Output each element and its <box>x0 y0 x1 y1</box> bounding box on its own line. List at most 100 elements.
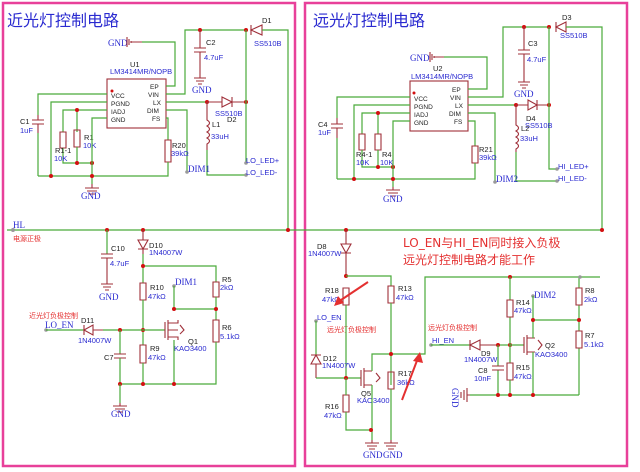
r21-ref: R21 <box>479 145 493 154</box>
r14-value: 47kΩ <box>514 306 532 315</box>
gnd-label: GND <box>192 85 212 95</box>
d2-ref: D2 <box>227 115 237 124</box>
pin-fs: FS <box>454 119 463 126</box>
r14-ref: R14 <box>516 298 530 307</box>
pin-gnd: GND <box>414 120 429 127</box>
r8-value: 2kΩ <box>584 295 598 304</box>
pin-lx: LX <box>153 100 162 107</box>
gnd-label: GND <box>383 194 403 204</box>
pin-dim: DIM <box>147 108 159 115</box>
pin-ep: EP <box>452 87 461 94</box>
l2-ref: L2 <box>521 124 529 133</box>
u2-ref: U2 <box>433 64 443 73</box>
c3-value: 4.7uF <box>527 55 547 64</box>
pin-lx: LX <box>455 103 464 110</box>
left-panel-border <box>1 1 297 468</box>
u1-ic <box>106 78 167 129</box>
d9-ref: D9 <box>481 349 491 358</box>
gnd-label: GND <box>81 191 101 201</box>
pin-fs: FS <box>152 116 161 123</box>
r1-1-ref: R1-1 <box>55 146 71 155</box>
c10-ref: C10 <box>111 244 125 253</box>
r6-ref: R6 <box>222 323 232 332</box>
hi-en-note: 远光灯负极控制 <box>428 323 477 332</box>
left-panel-title: 近光灯控制电路 <box>7 11 119 30</box>
r4-ref: R4 <box>382 150 392 159</box>
r7-value: 5.1kΩ <box>584 340 604 349</box>
d10-value: 1N4007W <box>149 248 183 257</box>
pin-vcc: VCC <box>414 96 428 103</box>
u1-ref: U1 <box>130 60 140 69</box>
r5-value: 2kΩ <box>220 283 234 292</box>
q2-ref: Q2 <box>545 341 555 350</box>
gnd-label: GND <box>410 53 430 63</box>
hi-led-minus: HI_LED- <box>558 174 587 183</box>
r16-ref: R16 <box>325 402 339 411</box>
arrow-to-lo-en <box>337 281 369 303</box>
pin-vcc: VCC <box>111 93 125 100</box>
r15-ref: R15 <box>516 363 530 372</box>
d3-value: SS510B <box>560 31 588 40</box>
pin-dim: DIM <box>449 111 461 118</box>
r4-1-value: 10K <box>356 158 369 167</box>
r6-value: 5.1kΩ <box>220 332 240 341</box>
c4-value: 1uF <box>318 128 331 137</box>
q2-value: KAO3400 <box>535 350 568 359</box>
r18-ref: R18 <box>325 286 339 295</box>
r8-ref: R8 <box>585 286 595 295</box>
d1-ref: D1 <box>262 16 272 25</box>
right-driver-circuit: U2 LM3414MR/NOPB VCC PGND IADJ GND EP VI… <box>318 13 603 230</box>
d4-ref: D4 <box>526 114 536 123</box>
c2-value: 4.7uF <box>204 53 224 62</box>
lo-led-plus: LO_LED+ <box>246 156 280 165</box>
c8-value: 10nF <box>474 374 492 383</box>
pin-iadj: IADJ <box>414 112 428 119</box>
r4-1-ref: R4-1 <box>356 150 372 159</box>
r9-value: 47kΩ <box>148 353 166 362</box>
dim2-label: DIM2 <box>534 290 556 300</box>
hl-label: HL <box>13 220 25 230</box>
c4-ref: C4 <box>318 120 328 129</box>
lo-en-note: 近光灯负极控制 <box>29 311 78 320</box>
hi-beam-switch-circuit: LO_EN与HI_EN同时接入负极 远光灯控制电路才能工作 D8 1N4007W… <box>308 230 604 460</box>
r13-ref: R13 <box>398 284 412 293</box>
r1-1-value: 10K <box>54 154 67 163</box>
lo-en-note-right: 远光灯负极控制 <box>327 325 376 334</box>
gnd-label: GND <box>108 38 128 48</box>
c7-ref: C7 <box>104 353 114 362</box>
r10-value: 47kΩ <box>148 292 166 301</box>
r13-value: 47kΩ <box>396 293 414 302</box>
d3-ref: D3 <box>562 13 572 22</box>
dim1-label: DIM1 <box>188 164 210 174</box>
note-line-1: LO_EN与HI_EN同时接入负极 <box>403 235 560 250</box>
c8-ref: C8 <box>478 366 488 375</box>
c1-value: 1uF <box>20 126 33 135</box>
c10-value: 4.7uF <box>110 259 130 268</box>
r5-ref: R5 <box>222 275 232 284</box>
c3-ref: C3 <box>528 39 538 48</box>
l1-value: 33uH <box>211 132 229 141</box>
l2-value: 33uH <box>520 134 538 143</box>
pin-gnd: GND <box>111 117 126 124</box>
pin-pgnd: PGND <box>414 104 433 111</box>
dim2-label: DIM2 <box>496 174 518 184</box>
u1-part: LM3414MR/NOPB <box>110 67 172 76</box>
pin-vin: VIN <box>450 95 461 102</box>
r4-value: 10K <box>380 158 393 167</box>
r9-ref: R9 <box>150 344 160 353</box>
q1-value: KAO3400 <box>174 344 207 353</box>
arrow-to-hi-en <box>401 357 419 401</box>
u2-ic <box>409 80 469 132</box>
c2-ref: C2 <box>206 38 216 47</box>
d12-ref: D12 <box>323 354 337 363</box>
gnd-label: GND <box>450 388 460 408</box>
lo-led-minus: LO_LED- <box>246 168 278 177</box>
lo-en-label-right: LO_EN <box>317 313 342 322</box>
hl-note: 电源正极 <box>13 234 41 243</box>
lo-beam-switch-circuit: C10 4.7uF GND D10 1N4007W R10 47kΩ R5 2k… <box>29 230 240 419</box>
left-driver-circuit: U1 LM3414MR/NOPB VCC PGND IADJ GND EP VI… <box>20 16 289 230</box>
r17-value: 36kΩ <box>397 378 415 387</box>
pin-vin: VIN <box>148 92 159 99</box>
r17-ref: R17 <box>398 369 412 378</box>
